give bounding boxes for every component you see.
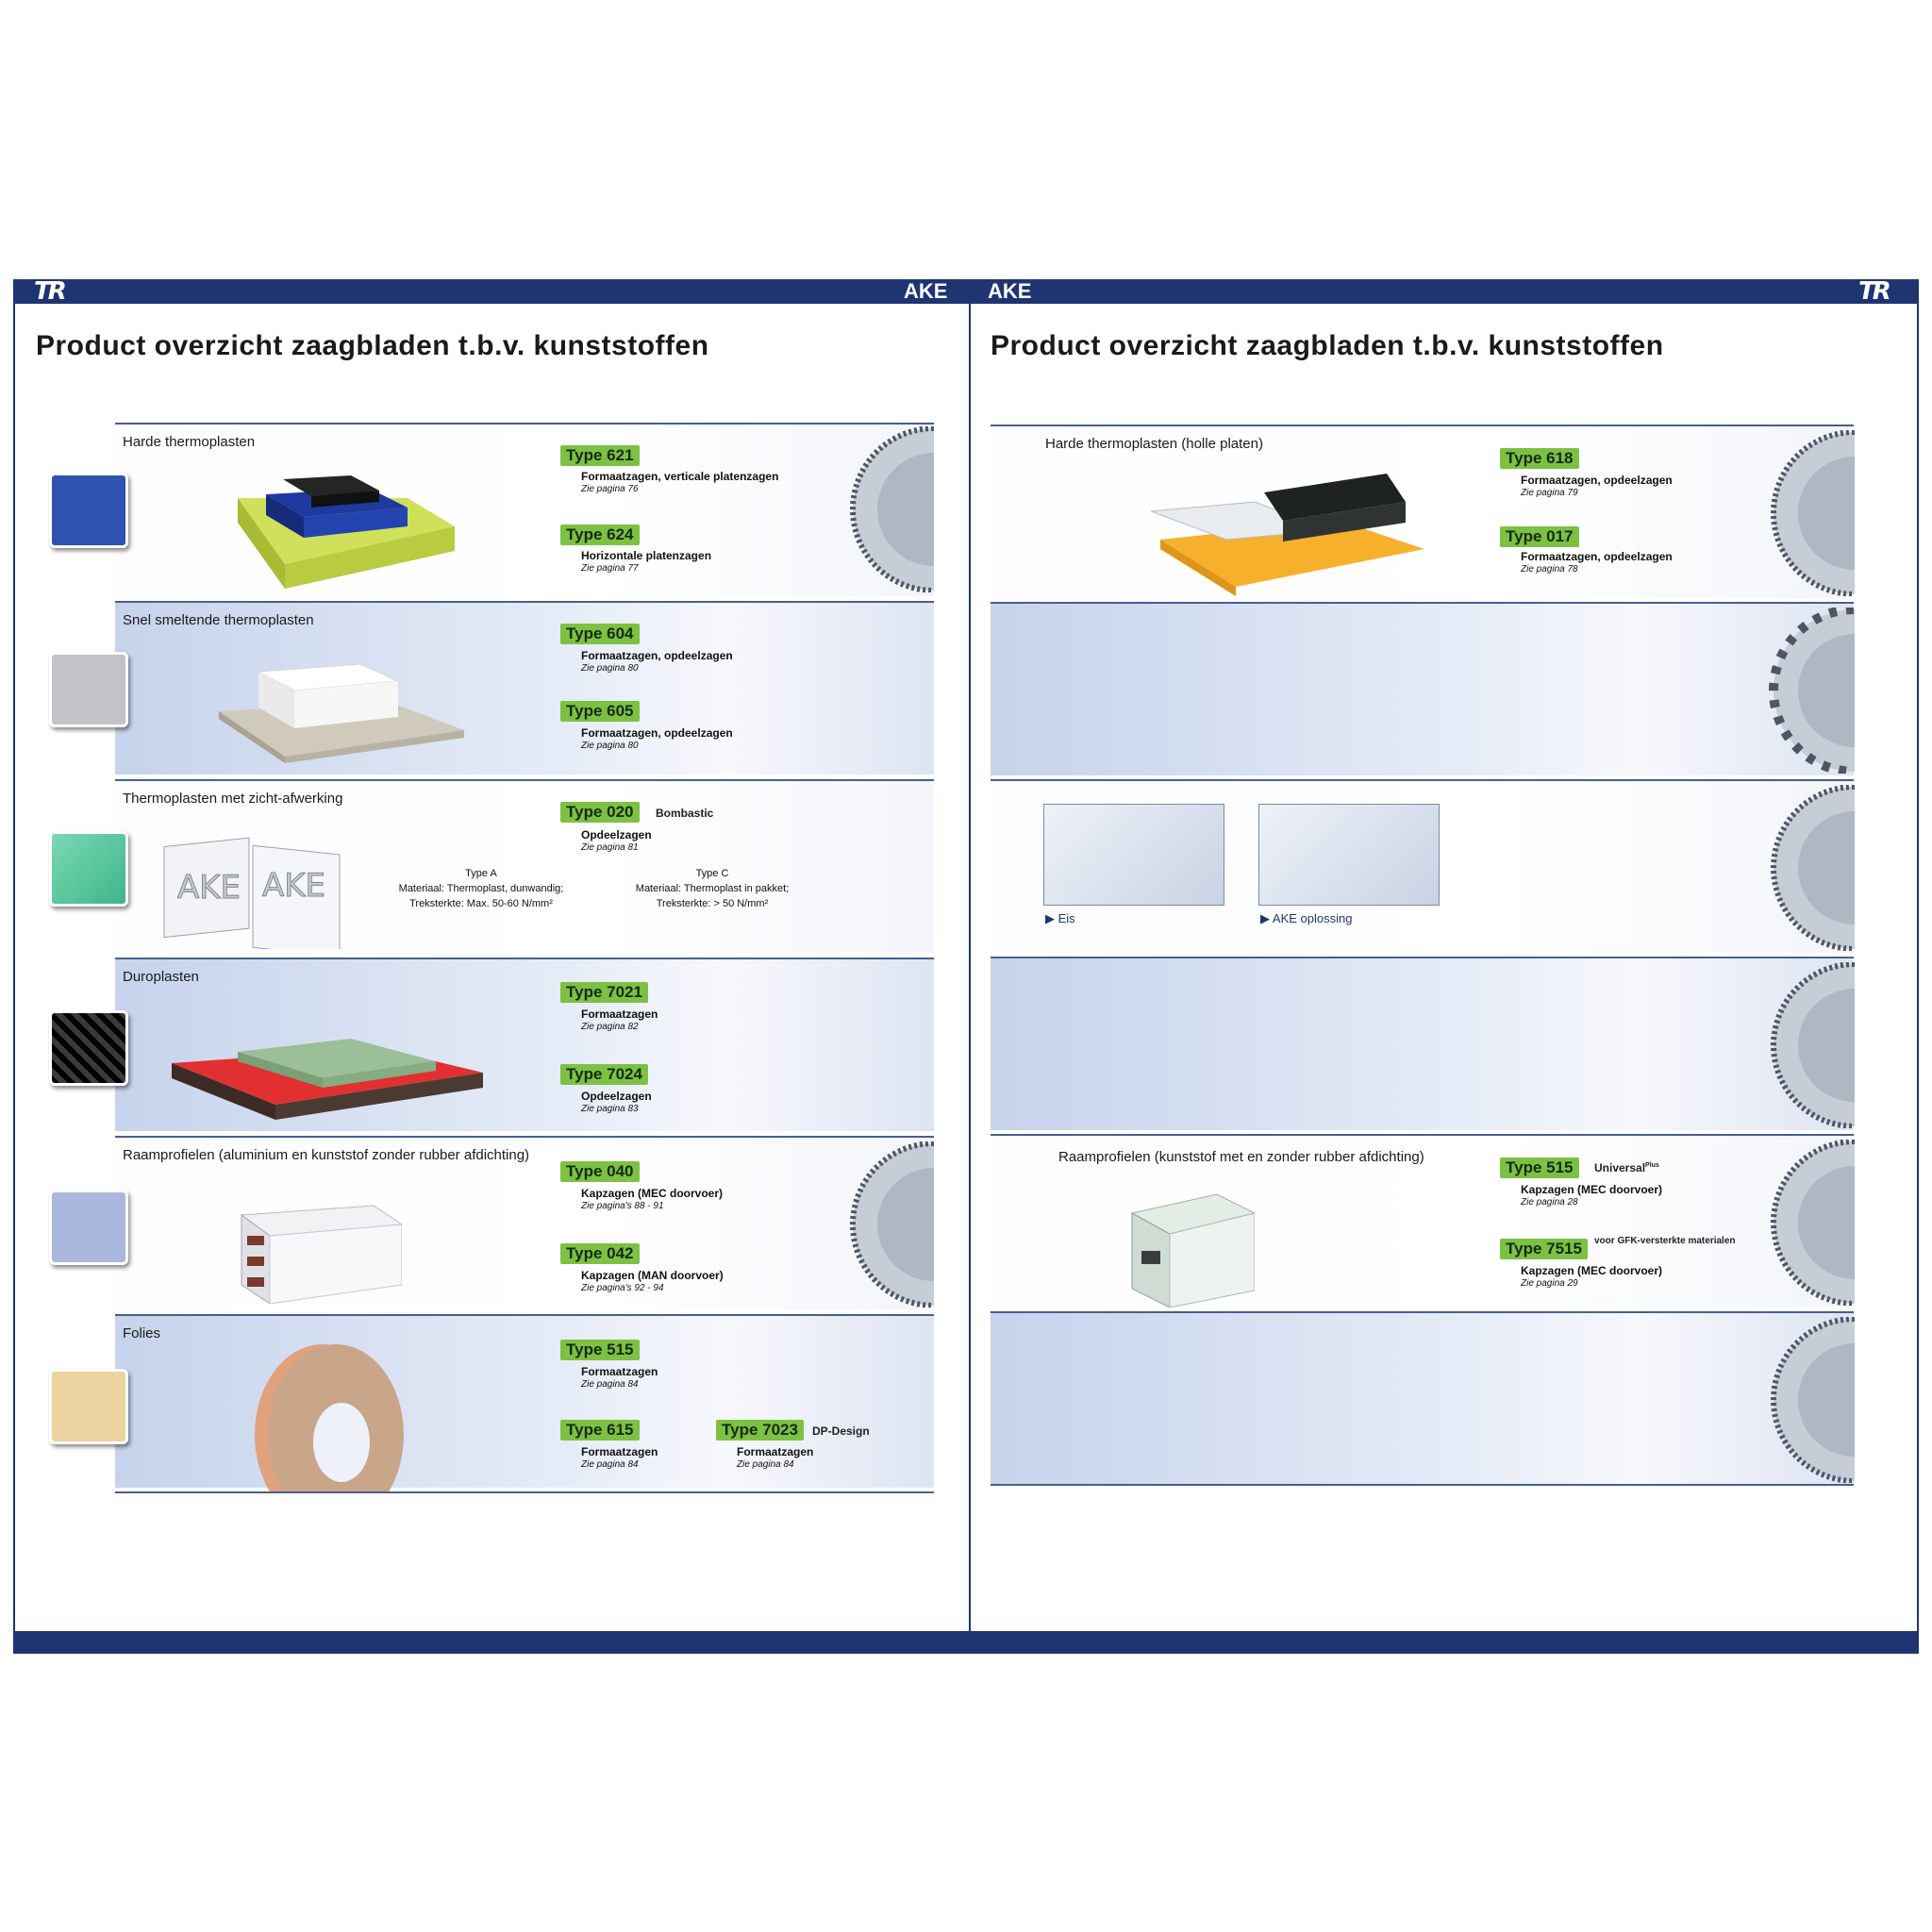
right-row-4 <box>991 957 1854 1130</box>
type-badge[interactable]: Type 7024 <box>560 1064 648 1085</box>
type-badge[interactable]: Type 604 <box>560 624 640 644</box>
color-swatch-lavender <box>49 1190 128 1265</box>
left-bottom-rule <box>115 1491 934 1493</box>
right-header-bar <box>971 279 1919 304</box>
saw-blade-icon <box>1771 785 1855 951</box>
row-label: Harde thermoplasten (holle platen) <box>1045 436 1263 452</box>
right-page-frame <box>969 279 1919 1631</box>
saw-blade-icon <box>1771 962 1855 1128</box>
saw-blade-icon <box>850 426 934 592</box>
left-row-4: Duroplasten <box>115 958 934 1131</box>
series-name: DP-Design <box>812 1424 870 1438</box>
color-swatch-carbon <box>49 1010 128 1086</box>
thermoplast-block-image <box>219 663 464 763</box>
left-row-5: Raamprofielen (aluminium en kunststof zo… <box>115 1136 934 1309</box>
color-swatch-green <box>49 831 128 907</box>
foil-roll-image <box>255 1344 404 1491</box>
type-badge[interactable]: Type 515 <box>560 1340 640 1360</box>
type-description: Kapzagen (MEC doorvoer)Zie pagina 28 <box>1521 1183 1663 1208</box>
hard-thermoplast-slabs-image <box>238 475 455 589</box>
saw-blade-icon <box>1771 1140 1855 1306</box>
left-row-3: Thermoplasten met zicht-afwerking AKE AK… <box>115 779 934 953</box>
type-badge[interactable]: Type 7021 <box>560 982 648 1003</box>
type-badge[interactable]: Type 615 <box>560 1420 640 1441</box>
color-swatch-grey <box>49 652 128 727</box>
brand-left: AKE <box>904 279 948 303</box>
right-row-2 <box>991 602 1854 775</box>
right-bottom-rule <box>991 1484 1854 1486</box>
type-badge[interactable]: Type 7023 <box>716 1420 804 1441</box>
footer-bar <box>13 1631 1919 1654</box>
brand-right: AKE <box>988 279 1032 303</box>
series-name: Bombastic <box>656 807 714 820</box>
eis-link[interactable]: ▶ Eis <box>1045 911 1075 925</box>
type-description: Kapzagen (MEC doorvoer)Zie pagina 29 <box>1521 1264 1663 1289</box>
row-label: Raamprofielen (kunststof met en zonder r… <box>1058 1149 1424 1165</box>
right-page-title: Product overzicht zaagbladen t.b.v. kuns… <box>991 330 1664 361</box>
row-label: Thermoplasten met zicht-afwerking <box>123 791 343 807</box>
left-row-2: Snel smeltende thermoplasten <box>115 601 934 774</box>
hollow-plates-image <box>1151 474 1424 596</box>
duroplast-slabs-image <box>172 1039 483 1120</box>
svg-text:AKE: AKE <box>262 867 325 905</box>
left-page-title: Product overzicht zaagbladen t.b.v. kuns… <box>36 330 709 361</box>
left-row-6: Folies <box>115 1314 934 1491</box>
row-label: Harde thermoplasten <box>123 434 256 450</box>
type-badge[interactable]: Type 621 <box>560 445 640 466</box>
right-row-6 <box>991 1311 1854 1485</box>
type-badge[interactable]: Type 515 <box>1500 1158 1579 1178</box>
saw-blade-icon <box>1771 430 1855 596</box>
eis-photo <box>1043 804 1224 906</box>
ake-oplossing-link[interactable]: ▶ AKE oplossing <box>1260 911 1353 925</box>
type-badge[interactable]: Type 042 <box>560 1243 640 1264</box>
saw-blade-icon <box>850 1141 934 1307</box>
ake-solution-photo <box>1258 804 1440 906</box>
pvc-window-profile-image <box>1130 1193 1255 1307</box>
right-row-1: Harde thermoplasten (holle platen) <box>991 425 1854 598</box>
tr-logo-right: TR <box>1858 277 1891 306</box>
window-profile-image <box>240 1205 402 1304</box>
type-description: Kapzagen (MEC doorvoer)Zie pagina's 88 -… <box>581 1187 724 1211</box>
row-label: Snel smeltende thermoplasten <box>123 612 314 628</box>
type-badge[interactable]: Type 040 <box>560 1161 640 1182</box>
right-row-3: ▶ Eis ▶ AKE oplossing <box>991 779 1854 953</box>
type-badge[interactable]: Type 618 <box>1500 448 1579 469</box>
ake-acrylic-blocks-image: AKE AKE <box>163 837 341 949</box>
color-swatch-blue <box>49 473 128 548</box>
svg-text:AKE: AKE <box>177 869 241 907</box>
left-header-bar <box>13 279 971 304</box>
saw-blade-icon <box>1769 608 1855 774</box>
type-badge[interactable]: Type 017 <box>1500 526 1579 547</box>
color-swatch-beige <box>49 1369 128 1444</box>
tr-logo-left: TR <box>34 277 67 306</box>
left-row-1: Harde thermoplasten <box>115 423 934 596</box>
series-name: UniversalPlus <box>1594 1161 1659 1174</box>
type-badge[interactable]: Type 605 <box>560 701 640 722</box>
right-row-5: Raamprofielen (kunststof met en zonder r… <box>991 1134 1854 1307</box>
row-label: Raamprofielen (aluminium en kunststof zo… <box>123 1147 530 1163</box>
saw-blade-icon <box>1771 1317 1855 1483</box>
row-label: Duroplasten <box>123 969 199 985</box>
type-description: Kapzagen (MAN doorvoer)Zie pagina's 92 -… <box>581 1269 724 1293</box>
series-name: voor GFK-versterkte materialen <box>1594 1236 1736 1246</box>
type-badge[interactable]: Type 020 <box>560 802 640 823</box>
row-label: Folies <box>123 1325 161 1341</box>
type-badge[interactable]: Type 624 <box>560 525 640 545</box>
type-badge[interactable]: Type 7515 <box>1500 1239 1588 1259</box>
